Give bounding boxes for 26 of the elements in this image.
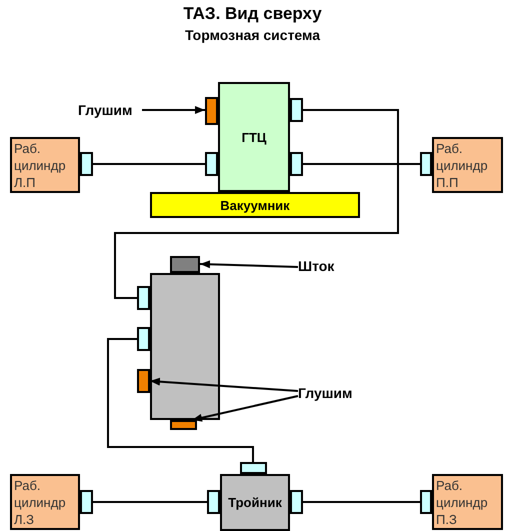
- box-label: Раб. цилиндр Л.З: [14, 477, 67, 528]
- diagram-subtitle: Тормозная система: [184, 27, 322, 43]
- callout-text: Глушим: [78, 101, 142, 119]
- box-label: Раб. цилиндр П.З: [436, 477, 489, 528]
- brake-line: [303, 501, 420, 503]
- leader-arrow: [150, 378, 298, 392]
- rod: [170, 256, 200, 273]
- callout-text: Шток: [298, 257, 338, 275]
- plug: [170, 420, 197, 430]
- box-label: Раб. цилиндр Л.П: [14, 140, 67, 191]
- box-label: Тройник: [228, 494, 282, 511]
- box-label: Раб. цилиндр П.П: [436, 140, 489, 191]
- brake-line: [93, 501, 207, 503]
- plug: [205, 97, 218, 125]
- leader-arrow: [142, 106, 205, 114]
- leader-arrow: [200, 260, 298, 268]
- plug: [137, 369, 150, 393]
- diagram-title: ТАЗ. Вид сверху: [182, 4, 323, 24]
- brake-line: [114, 109, 399, 299]
- vacuum-booster-box: [150, 192, 360, 218]
- brake-line: [303, 163, 420, 165]
- brake-line: [107, 338, 254, 462]
- booster-label: Вакуумник: [220, 198, 290, 212]
- box-label: ГТЦ: [242, 128, 266, 146]
- callout-text: Глушим: [298, 384, 358, 402]
- brake-line: [93, 163, 205, 165]
